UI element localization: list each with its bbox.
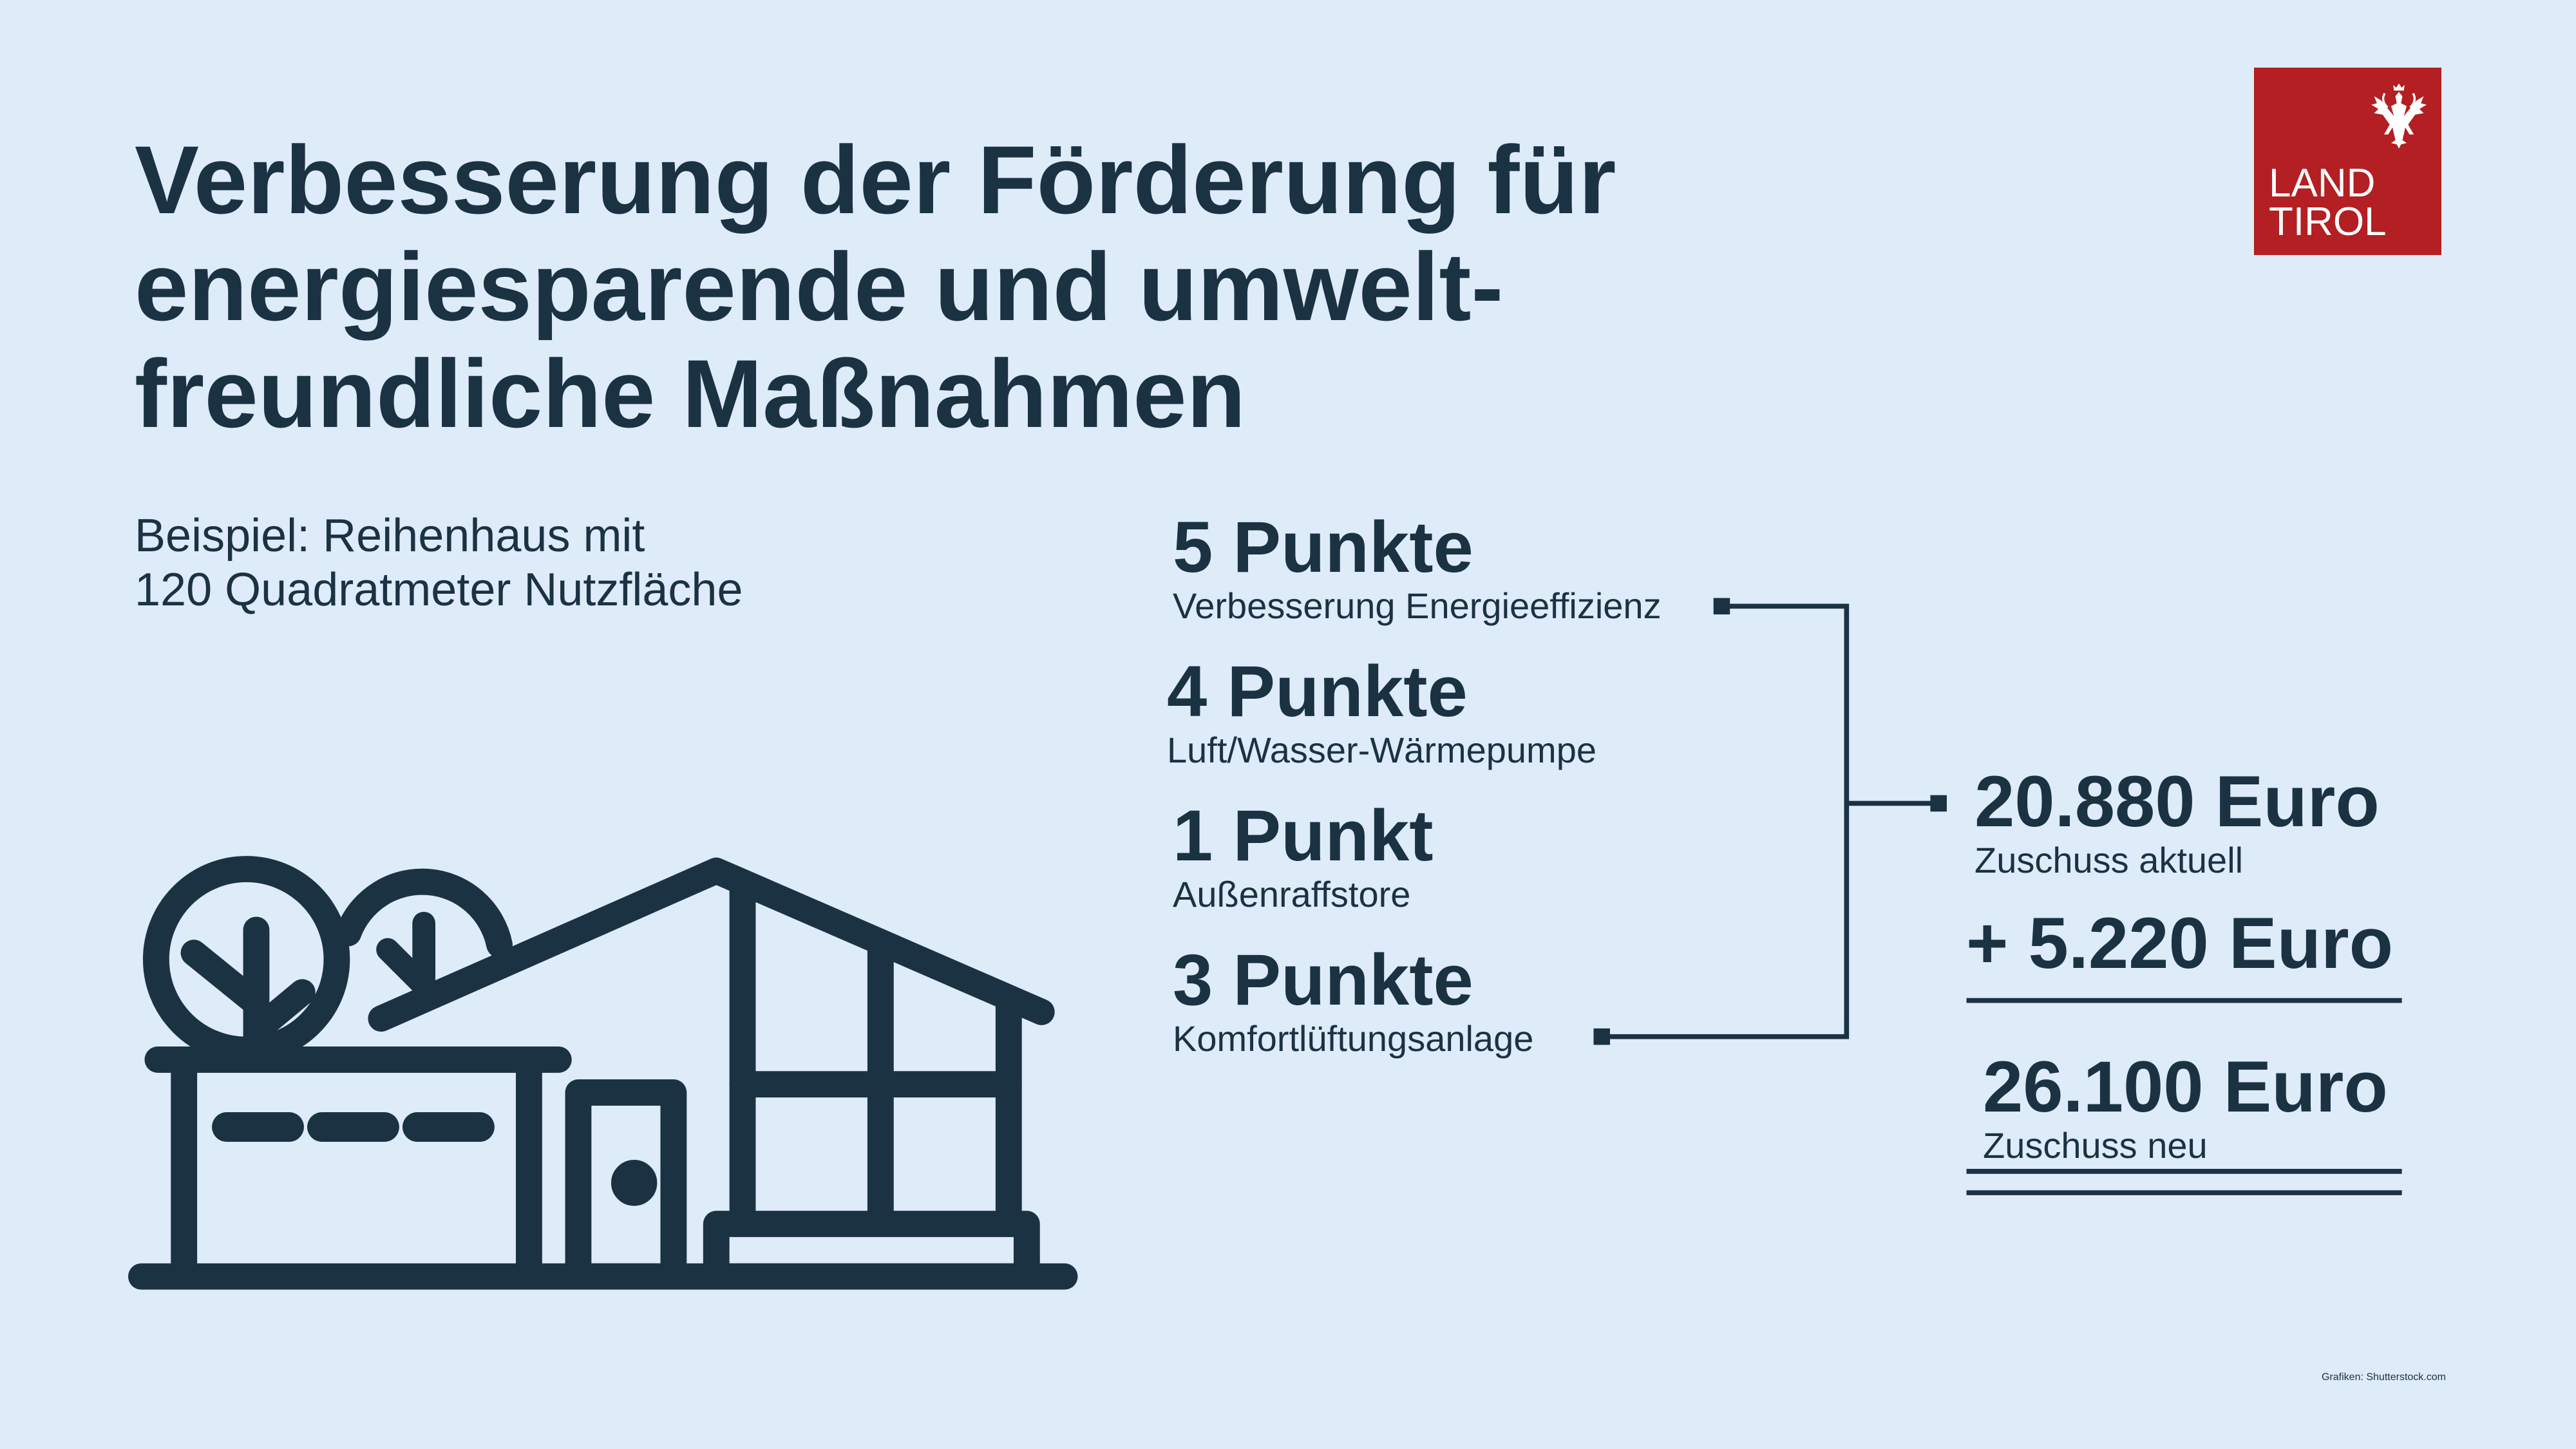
house-illustration — [128, 856, 1078, 1290]
connector-node — [1713, 598, 1730, 615]
title-line: freundliche Maßnahmen — [135, 339, 1246, 448]
points-item: 1 Punkt Außenraffstore — [1173, 797, 1434, 914]
current-subsidy: 20.880 Euro Zuschuss aktuell — [1975, 763, 2380, 880]
subtitle-line: 120 Quadratmeter Nutzfläche — [135, 564, 743, 616]
points-item: 5 Punkte Verbesserung Energieeffizienz — [1173, 509, 1662, 626]
points-value: 4 Punkte — [1167, 651, 1468, 732]
tree-back-icon — [335, 868, 513, 998]
points-value: 5 Punkte — [1173, 507, 1473, 587]
title-line: Verbesserung der Förderung für — [135, 126, 1616, 234]
garage — [144, 1046, 572, 1290]
new-subsidy: 26.100 Euro Zuschuss neu — [1983, 1048, 2388, 1166]
main-building — [703, 877, 1040, 1290]
land-tirol-logo: LAND TIROL — [2254, 68, 2441, 255]
subsidy-increase: + 5.220 Euro — [1966, 905, 2393, 982]
title-line: energiesparende und umwelt- — [135, 232, 1504, 341]
subtitle-line: Beispiel: Reihenhaus mit — [135, 510, 645, 562]
current-amount: 20.880 Euro — [1975, 761, 2380, 842]
image-credit: Grafiken: Shutterstock.com — [2322, 1372, 2446, 1383]
logo-text-tirol: TIROL — [2269, 200, 2387, 244]
tirol-eagle-icon — [2371, 83, 2427, 149]
roof — [368, 857, 1055, 1032]
connector-node — [1930, 795, 1947, 812]
logo-text-land: LAND — [2269, 161, 2376, 205]
connector-node — [1593, 1028, 1610, 1045]
example-description: Beispiel: Reihenhaus mit 120 Quadratmete… — [135, 509, 743, 617]
current-label: Zuschuss aktuell — [1975, 840, 2244, 880]
points-value: 1 Punkt — [1173, 795, 1434, 876]
increase-amount: + 5.220 Euro — [1966, 903, 2394, 983]
points-label: Komfortlüftungsanlage — [1173, 1018, 1534, 1059]
tree-front-icon — [142, 856, 350, 1065]
new-label: Zuschuss neu — [1983, 1125, 2208, 1166]
points-label: Außenraffstore — [1173, 874, 1411, 914]
connector-lines — [1593, 598, 2402, 1195]
points-item: 4 Punkte Luft/Wasser-Wärmepumpe — [1167, 653, 1596, 770]
door — [565, 1079, 687, 1290]
points-label: Luft/Wasser-Wärmepumpe — [1167, 730, 1596, 770]
page-title: Verbesserung der Förderung für energiesp… — [135, 126, 1616, 447]
new-amount: 26.100 Euro — [1983, 1046, 2388, 1127]
points-item: 3 Punkte Komfortlüftungsanlage — [1173, 942, 1533, 1059]
points-value: 3 Punkte — [1173, 940, 1473, 1020]
points-label: Verbesserung Energieeffizienz — [1173, 585, 1662, 626]
